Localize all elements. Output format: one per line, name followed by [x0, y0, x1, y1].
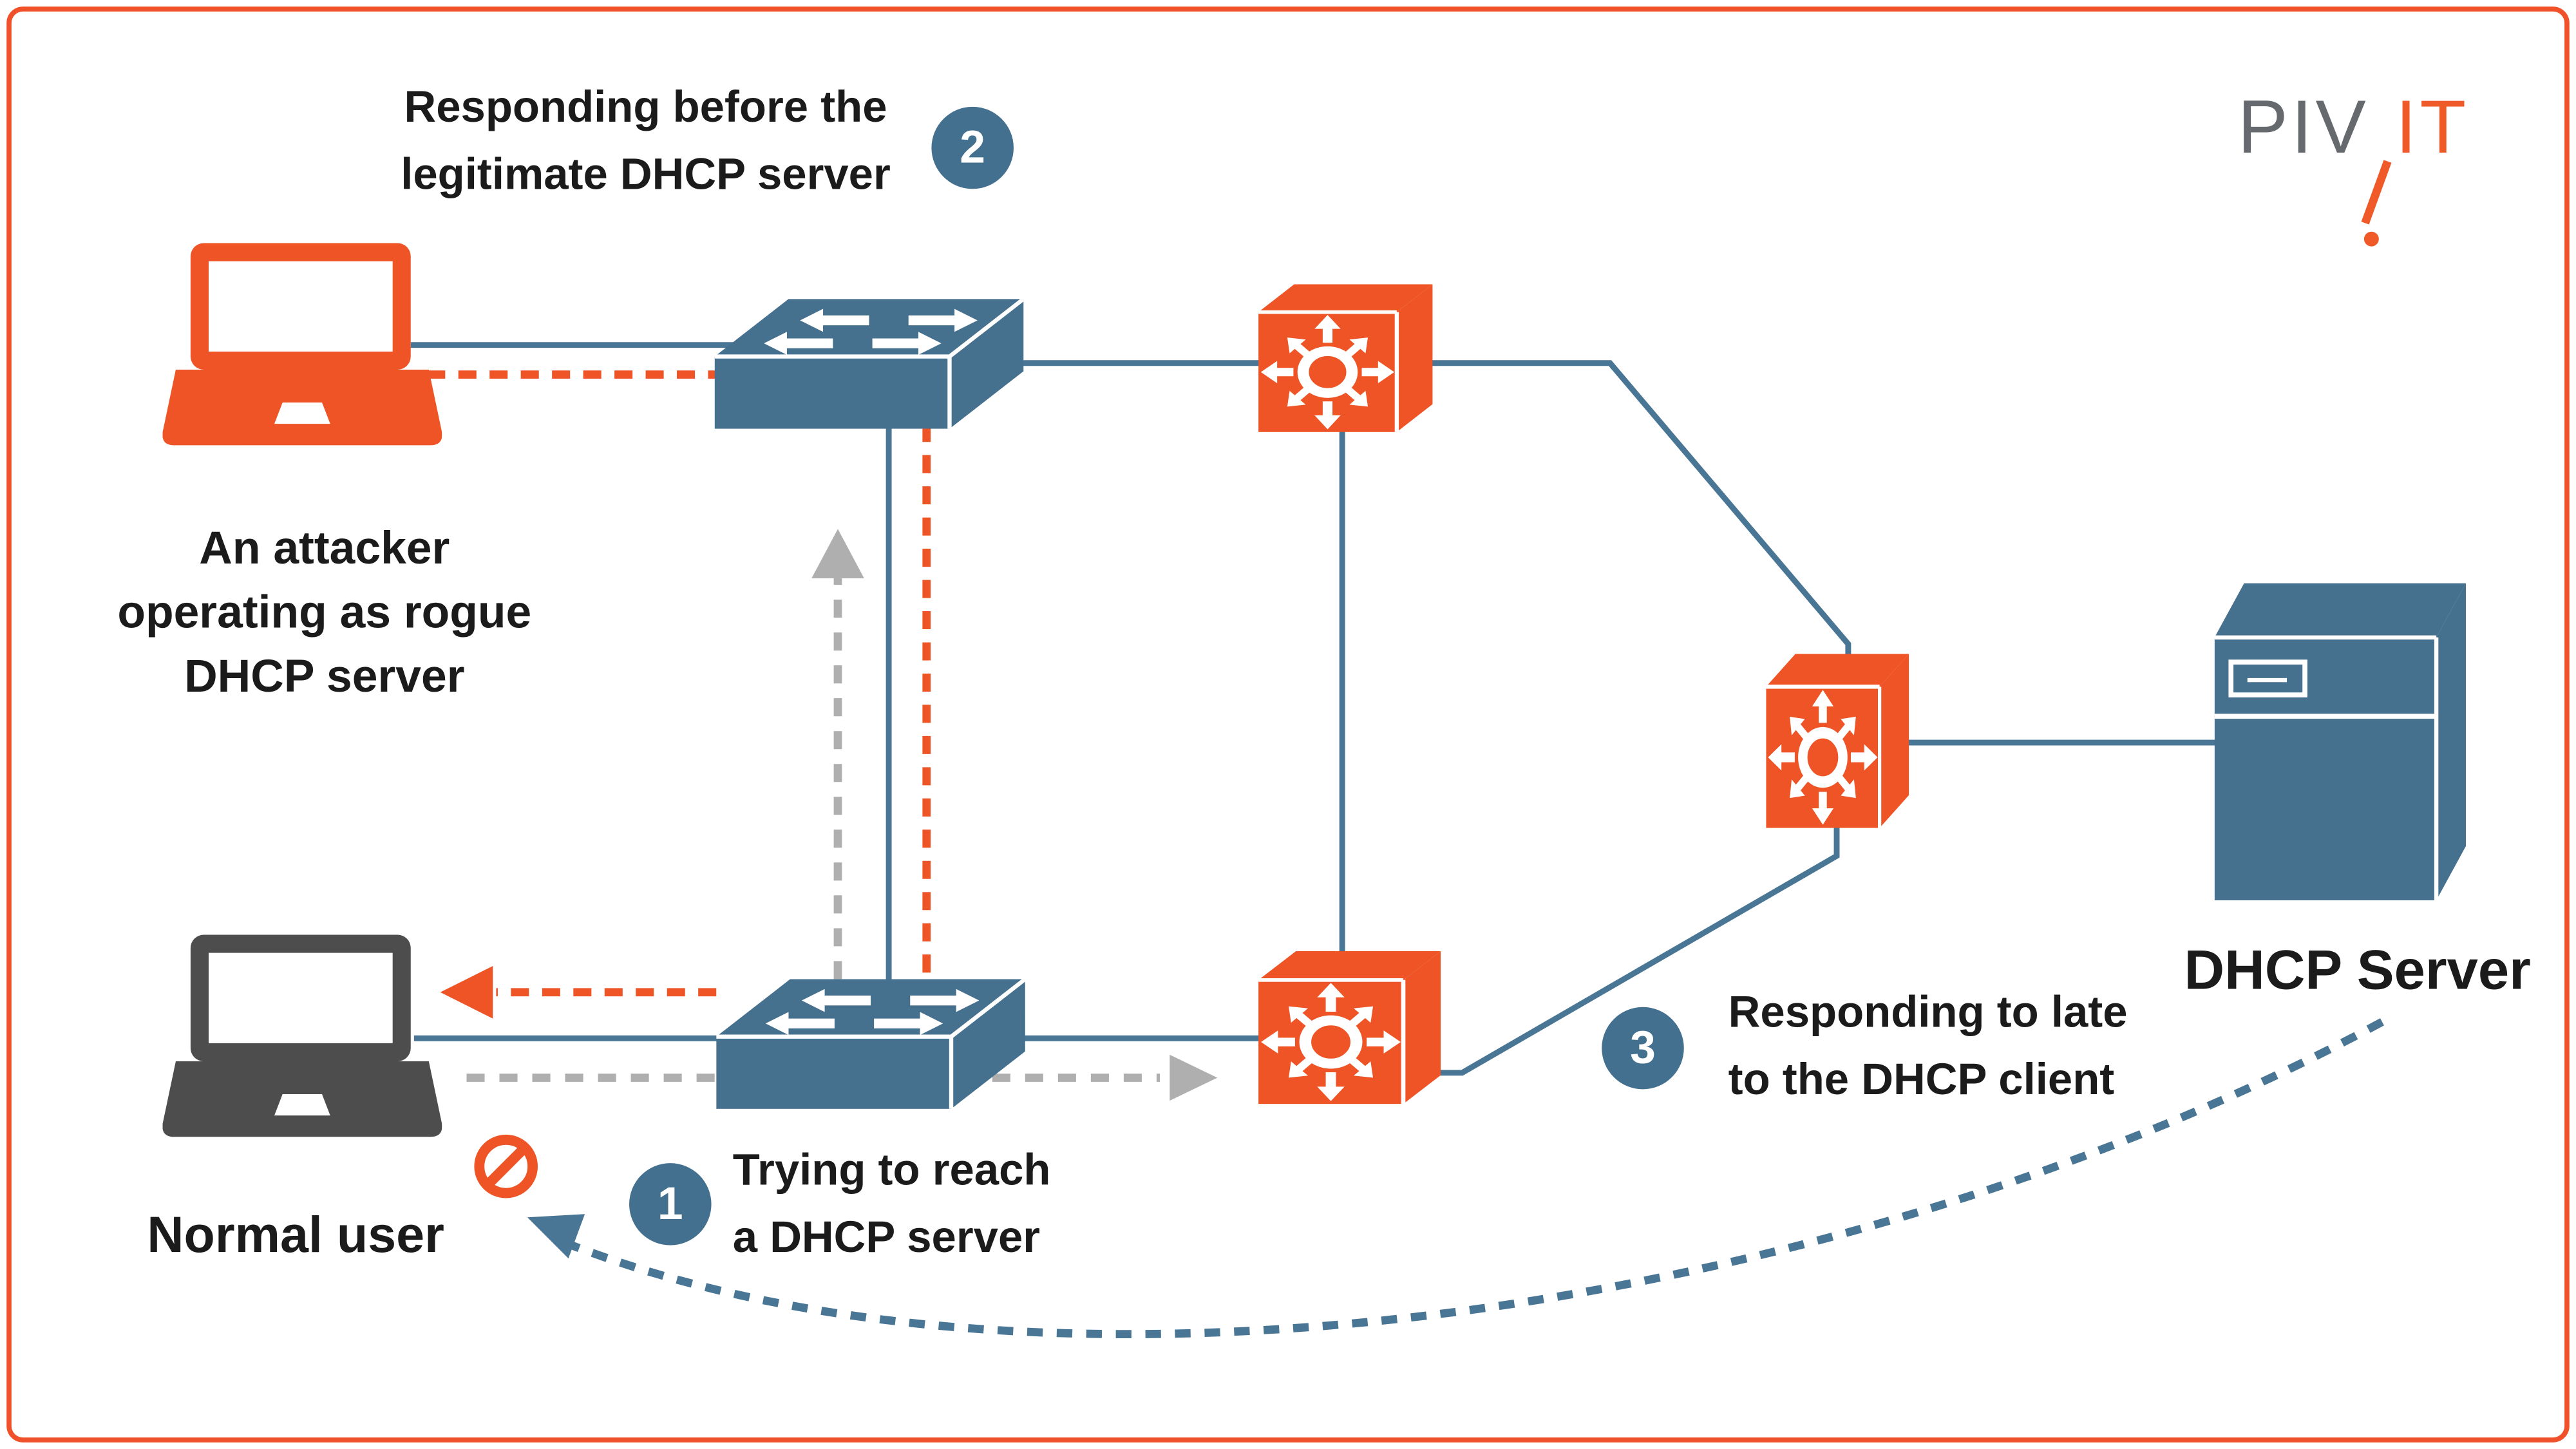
top-switch-icon	[715, 299, 1025, 429]
attacker-laptop-icon	[162, 243, 442, 446]
gray-up-arrowhead	[811, 529, 864, 578]
step-1-text: Trying to reach a DHCP server	[733, 1137, 1127, 1271]
bottom-switch-icon	[716, 979, 1027, 1109]
link-toprouter-rightrouter	[1396, 360, 1852, 677]
normal-user-laptop-icon	[162, 934, 442, 1137]
step-1-line1: Trying to reach	[732, 1145, 1051, 1195]
step-1-line2: a DHCP server	[732, 1212, 1041, 1262]
step-2-line2: legitimate DHCP server	[401, 149, 891, 199]
dhcp-server-label: DHCP Server	[2184, 940, 2531, 1003]
step-3-line1: Responding to late	[1728, 987, 2128, 1037]
normal-user-label: Normal user	[147, 1206, 444, 1264]
top-router-cube-icon	[1258, 284, 1432, 432]
blue-curve-arrowhead	[527, 1214, 585, 1259]
pivit-logo: PIV IT	[2237, 82, 2470, 247]
attacker-label: An attacker operating as rogue DHCP serv…	[57, 516, 591, 708]
step-1-badge: 1	[629, 1163, 712, 1245]
logo-orange-text: IT	[2395, 84, 2470, 169]
attacker-label-line2: operating as rogue	[117, 586, 532, 638]
gray-right-arrowhead	[1170, 1054, 1218, 1101]
step-3-badge: 3	[1602, 1007, 1684, 1090]
step-2-text: Responding before the legitimate DHCP se…	[391, 74, 900, 209]
bottom-router-cube-icon	[1258, 951, 1441, 1104]
logo-gray-text: PIV	[2237, 84, 2369, 169]
attacker-label-line3: DHCP server	[184, 650, 465, 702]
late-response-curve	[570, 1018, 2384, 1338]
step-2-line1: Responding before the	[404, 82, 887, 132]
dhcp-server-icon	[2215, 583, 2466, 900]
step-2-badge: 2	[931, 106, 1014, 189]
attacker-label-line1: An attacker	[199, 522, 450, 574]
orange-left-arrowhead	[440, 965, 493, 1019]
right-router-cube-icon	[1766, 654, 1909, 828]
step-3-line2: to the DHCP client	[1728, 1054, 2115, 1104]
no-entry-icon	[471, 1132, 540, 1201]
step-3-text: Responding to late to the DHCP client	[1728, 979, 2155, 1113]
